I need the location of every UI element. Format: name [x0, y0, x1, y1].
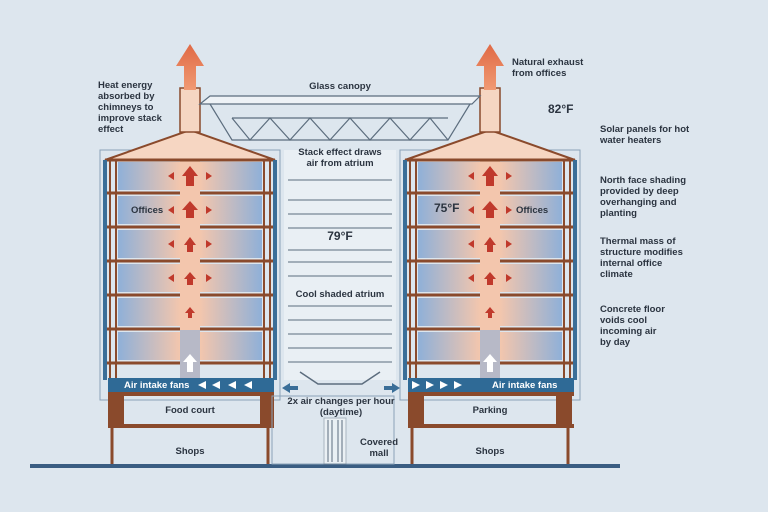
stack-arrows-right [482, 166, 498, 318]
left-building [99, 87, 281, 464]
left-office-floors [118, 162, 262, 360]
right-roof [404, 128, 576, 161]
left-exhaust-arrow [176, 44, 204, 90]
air-change-arrows [282, 383, 400, 393]
escalator [323, 417, 347, 465]
offices-right-label: Offices [516, 205, 549, 216]
parking-label: Parking [472, 405, 508, 416]
stack-arrows-left [182, 166, 198, 318]
right-fan-band [408, 378, 574, 392]
shops-left-label: Shops [175, 446, 205, 457]
air-changes-label: 2x air changes per hour (daytime) [287, 396, 395, 418]
right-exhaust-arrow [476, 44, 504, 90]
right-office-floors [418, 162, 562, 360]
room-arrows [168, 172, 512, 282]
atrium [271, 150, 396, 465]
right-building [399, 87, 581, 464]
right-stack-shaft [480, 160, 500, 378]
left-fan-band [108, 378, 274, 392]
shops-right-label: Shops [475, 446, 505, 457]
left-stack-shaft [180, 160, 200, 378]
air-intake-right-label: Air intake fans [492, 380, 558, 391]
heat-energy-label: Heat energy absorbed by chimneys to impr… [98, 80, 162, 135]
fan-arrows [198, 381, 462, 389]
ground-line [30, 464, 620, 468]
concrete-floor-label: Concrete floor voids cool incoming air b… [600, 304, 665, 348]
glass-canopy [198, 95, 482, 141]
intake-up-arrows [183, 354, 497, 372]
atrium-temp-label: 79°F [327, 229, 353, 243]
covered-mall-label: Covered mall [359, 437, 398, 459]
thermal-mass-label: Thermal mass of structure modifies inter… [600, 236, 683, 280]
air-intake-left-label: Air intake fans [124, 380, 190, 391]
offices-left-label: Offices [131, 205, 164, 216]
stack-effect-label: Stack effect draws air from atrium [298, 147, 382, 169]
right-chimney [479, 87, 501, 133]
glass-canopy-label: Glass canopy [309, 81, 371, 92]
food-court-label: Food court [165, 405, 215, 416]
office-temp-label: 75°F [434, 201, 460, 215]
solar-panels-label: Solar panels for hot water heaters [600, 124, 690, 146]
outside-temp-label: 82°F [548, 102, 574, 116]
north-face-label: North face shading provided by deep over… [600, 175, 687, 219]
cool-atrium-label: Cool shaded atrium [295, 289, 385, 300]
natural-exhaust-label: Natural exhaust from offices [512, 57, 584, 79]
